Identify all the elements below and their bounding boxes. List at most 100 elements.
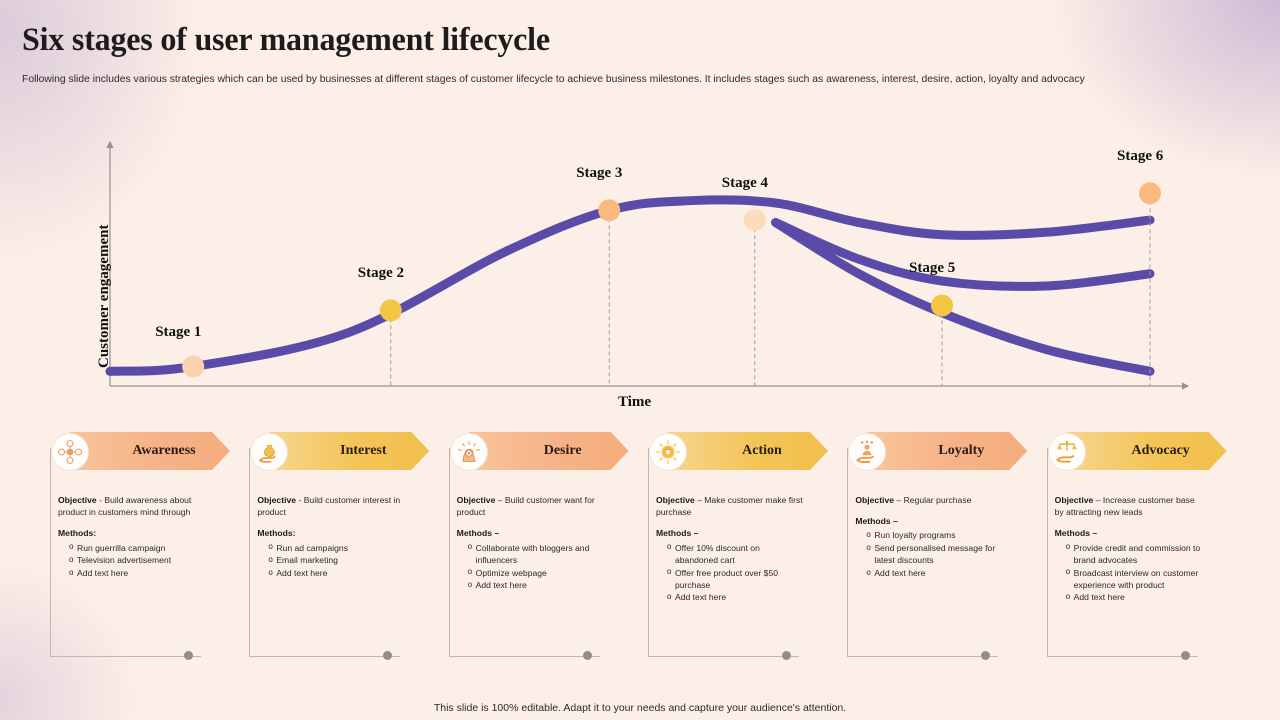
objective-label: Objective <box>655 495 695 505</box>
stage-marker-6 <box>1139 182 1161 205</box>
card-body: Objective - Build awareness about produc… <box>58 494 206 580</box>
card-body: Objective – Build customer want for prod… <box>457 494 605 592</box>
chart-svg <box>105 140 1190 390</box>
stage-marker-5 <box>931 294 953 317</box>
method-item: Add text here <box>268 567 405 579</box>
objective-label: Objective <box>456 495 496 505</box>
method-item: Television advertisement <box>69 554 206 566</box>
card-body: Objective – Make customer make first pur… <box>656 494 804 604</box>
method-item: Add text here <box>866 567 1003 579</box>
objective-separator: - <box>298 495 302 505</box>
method-item: Broadcast interview on customer experien… <box>1066 566 1203 591</box>
x-axis-label: Time <box>618 394 652 410</box>
engagement-lifecycle-chart: Customer engagement Time Stage 1 Stage 2 S… <box>70 128 1210 418</box>
methods-label: Methods – <box>655 528 699 539</box>
page-title: Six stages of user management lifecycle <box>22 22 550 58</box>
stage-label-2: Stage 2 <box>357 265 405 282</box>
curve-branch-middle <box>771 218 1155 291</box>
stage-label-3: Stage 3 <box>576 165 623 182</box>
objective-text: Build customer want for product <box>456 495 595 518</box>
card-end-dot <box>781 651 791 660</box>
card-end-dot <box>184 651 193 660</box>
method-item: Offer 10% discount on abandoned cart <box>667 541 804 566</box>
method-item: Add text here <box>468 579 605 591</box>
objective-label: Objective <box>58 495 97 505</box>
card-end-dot <box>383 651 393 660</box>
method-item: Add text here <box>1066 591 1203 603</box>
objective-separator: - <box>99 495 102 505</box>
card-banner[interactable]: Loyalty <box>867 432 1027 470</box>
card-body: Objective - Build customer interest in p… <box>257 494 405 580</box>
burst-gear-icon <box>648 433 687 471</box>
objective-line: Objective – Increase customer base by at… <box>1055 494 1203 518</box>
card-end-dot <box>582 651 592 660</box>
stage-label-1: Stage 1 <box>155 324 202 341</box>
method-item: Run ad campaigns <box>268 541 405 554</box>
method-item: Optimize webpage <box>468 566 605 579</box>
method-item: Add text here <box>667 591 804 603</box>
idea-head-gear-icon <box>449 433 488 471</box>
method-item: Email marketing <box>268 554 405 566</box>
methods-list: Offer 10% discount on abandoned cartOffe… <box>656 541 804 604</box>
objective-line: Objective – Make customer make first pur… <box>656 494 804 518</box>
methods-list: Provide credit and commission to brand a… <box>1055 541 1203 604</box>
card-end-dot <box>1180 651 1190 660</box>
objective-text: Regular purchase <box>903 495 972 505</box>
methods-label: Methods: <box>58 528 97 539</box>
card-frame <box>1046 448 1198 657</box>
method-item: Offer free product over $50 purchase <box>667 566 804 591</box>
stage-card-desire[interactable]: Desire Objective – Build customer want f… <box>443 432 642 664</box>
page-subtitle: Following slide includes various strateg… <box>22 72 1085 85</box>
card-banner[interactable]: Awareness <box>70 432 230 470</box>
stage-label-4: Stage 4 <box>721 175 769 192</box>
methods-list: Run guerrilla campaignTelevision adverti… <box>58 541 206 580</box>
card-body: Objective – Regular purchase Methods – R… <box>855 494 1003 580</box>
hand-person-rating-icon <box>848 433 887 471</box>
stage-card-loyalty[interactable]: Loyalty Objective – Regular purchase Met… <box>841 432 1040 664</box>
method-item: Collaborate with bloggers and influencer… <box>468 541 605 566</box>
header: Six stages of user management lifecycle … <box>22 22 1202 87</box>
stage-label-5: Stage 5 <box>909 260 956 277</box>
stage-marker-1 <box>182 355 205 378</box>
method-item: Run loyalty programs <box>866 529 1003 541</box>
card-banner[interactable]: Action <box>668 432 828 470</box>
stage-card-interest[interactable]: Interest Objective - Build customer inte… <box>243 432 442 664</box>
objective-line: Objective - Build awareness about produc… <box>58 494 206 518</box>
lifecycle-stage-cards: Awareness Objective - Build awareness ab… <box>44 432 1240 664</box>
card-title: Action <box>742 443 782 458</box>
stage-card-action[interactable]: Action Objective – Make customer make fi… <box>642 432 841 664</box>
objective-text: Build awareness about product in custome… <box>58 495 192 518</box>
card-banner[interactable]: Advocacy <box>1067 432 1227 470</box>
objective-label: Objective <box>1054 495 1094 505</box>
card-title: Loyalty <box>938 443 985 458</box>
stage-card-advocacy[interactable]: Advocacy Objective – Increase customer b… <box>1041 432 1240 664</box>
methods-list: Collaborate with bloggers and influencer… <box>457 541 605 592</box>
stage-marker-3 <box>598 199 621 222</box>
card-frame <box>249 448 401 657</box>
card-banner[interactable]: Interest <box>269 432 429 470</box>
network-users-icon <box>51 433 89 471</box>
stage-marker-4 <box>743 209 766 232</box>
objective-separator: – <box>497 495 503 505</box>
objective-separator: – <box>896 495 902 505</box>
method-item: Run guerrilla campaign <box>69 541 206 554</box>
card-frame <box>847 448 999 657</box>
stage-card-awareness[interactable]: Awareness Objective - Build awareness ab… <box>44 432 243 664</box>
card-body: Objective – Increase customer base by at… <box>1055 494 1203 604</box>
objective-text: Increase customer base by attracting new… <box>1054 495 1195 518</box>
stage-label-6: Stage 6 <box>1117 148 1164 165</box>
card-title: Awareness <box>132 443 196 458</box>
card-banner[interactable]: Desire <box>469 432 629 470</box>
hand-scales-icon <box>1047 433 1086 471</box>
objective-label: Objective <box>855 495 895 505</box>
objective-label: Objective <box>257 495 297 505</box>
methods-label: Methods: <box>257 528 296 539</box>
card-frame <box>448 448 600 657</box>
objective-line: Objective - Build customer interest in p… <box>257 494 405 518</box>
objective-text: Build customer interest in product <box>257 495 401 518</box>
objective-separator: – <box>1095 495 1101 505</box>
methods-label: Methods – <box>1054 528 1098 539</box>
method-item: Provide credit and commission to brand a… <box>1066 541 1203 566</box>
y-axis-label: Customer engagement <box>96 224 112 368</box>
